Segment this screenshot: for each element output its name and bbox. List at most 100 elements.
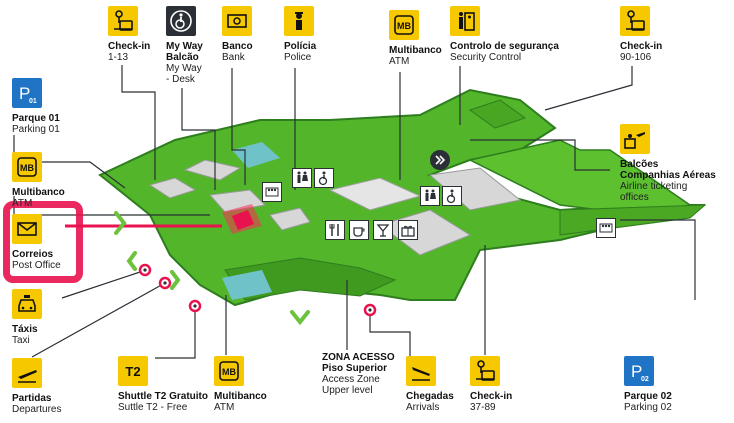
poi-checkin-1-13[interactable]: Check-in 1-13 [108,41,150,63]
poi-title: Shuttle T2 Gratuito [118,391,208,402]
poi-subtitle: Post Office [12,260,61,271]
wheelchair-icon [442,186,462,206]
poi-zona-acesso[interactable]: ZONA ACESSO Piso Superior Access Zone Up… [322,352,395,396]
poi-correios[interactable]: Correios Post Office [12,249,61,271]
multibanco-atm-icon[interactable]: MB [389,10,419,40]
post-office-highlight [3,201,83,283]
poi-subtitle: Access Zone [322,374,380,385]
poi-title: Parque 01 [12,113,60,124]
poi-partidas[interactable]: Partidas Departures [12,393,61,415]
arrivals-plane-icon[interactable] [406,356,436,386]
poi-multibanco-left[interactable]: Multibanco ATM [12,187,65,209]
flow-arrows [114,211,310,326]
checkin-luggage-icon[interactable] [620,6,650,36]
terminal-2-icon[interactable]: T2 [118,356,148,386]
poi-title: Check-in [470,391,513,402]
bar-icon [373,220,393,240]
poi-title: Polícia [284,41,317,52]
poi-title: Parque 02 [624,391,672,402]
poi-subtitle: Suttle T2 - Free [118,402,188,413]
poi-title: My Way [166,41,203,52]
poi-multibanco-bottom[interactable]: Multibanco ATM [214,391,267,413]
poi-title-2: Companhias Aéreas [620,170,716,181]
police-officer-icon[interactable] [284,6,314,36]
poi-subtitle: Bank [222,52,245,63]
toilets-icon [292,168,312,188]
poi-parque-01[interactable]: Parque 01 Parking 01 [12,113,60,135]
poi-title-2: Piso Superior [322,363,388,374]
poi-title: Multibanco [389,45,442,56]
departures-plane-icon[interactable] [12,358,42,388]
poi-policia[interactable]: Polícia Police [284,41,316,63]
escalator-icon [262,182,282,202]
poi-subtitle: Departures [12,404,62,415]
checkin-luggage-icon[interactable] [470,356,500,386]
poi-checkin-37-89[interactable]: Check-in 37-89 [470,391,512,413]
poi-subtitle: ATM [214,402,235,413]
poi-subtitle-2: - Desk [166,74,195,85]
atm-glyph: MB [222,367,236,377]
security-control-icon[interactable] [450,6,480,36]
poi-subtitle: Police [284,52,312,63]
poi-title: Controlo de segurança [450,41,559,52]
envelope-icon[interactable] [12,214,42,244]
poi-subtitle: Parking 02 [624,402,672,413]
wheelchair-icon [314,168,334,188]
poi-subtitle-2: Upper level [322,385,373,396]
multibanco-atm-icon[interactable]: MB [12,152,42,182]
poi-shuttle[interactable]: Shuttle T2 Gratuito Suttle T2 - Free [118,391,208,413]
poi-subtitle: Security Control [450,52,522,63]
terminal-floorplan [98,88,707,307]
poi-subtitle: ATM [389,56,410,67]
cafe-icon [349,220,369,240]
banknote-icon[interactable] [222,6,252,36]
parking-glyph: P [631,362,642,381]
restaurant-icon [325,220,345,240]
fast-track-icon [430,150,450,170]
checkin-luggage-icon[interactable] [108,6,138,36]
poi-title: Check-in [620,41,663,52]
poi-title: ZONA ACESSO [322,352,395,363]
atm-glyph: MB [397,21,411,31]
poi-title: Multibanco [214,391,267,402]
poi-subtitle: Parking 01 [12,124,60,135]
gift-shop-icon [398,220,418,240]
poi-parque-02[interactable]: Parque 02 Parking 02 [624,391,672,413]
poi-subtitle: 1-13 [108,52,129,63]
airline-ticketing-icon[interactable] [620,124,650,154]
accessibility-icon[interactable] [166,6,196,36]
escalator-icon [596,218,616,238]
poi-seguranca[interactable]: Controlo de segurança Security Control [450,41,559,63]
poi-subtitle-2: offices [620,192,649,203]
poi-subtitle: 90-106 [620,52,652,63]
terminal-glyph: T2 [125,364,140,379]
poi-banco[interactable]: Banco Bank [222,41,253,63]
poi-title-2: Balcão [166,52,199,63]
location-markers [138,263,377,317]
poi-title: Multibanco [12,187,65,198]
poi-balcoes[interactable]: Balcões Companhias Aéreas Airline ticket… [620,159,716,203]
toilets-icon [420,186,440,206]
poi-my-way[interactable]: My Way Balcão My Way - Desk [166,41,203,85]
poi-title: Check-in [108,41,151,52]
multibanco-atm-icon[interactable]: MB [214,356,244,386]
poi-multibanco-top[interactable]: Multibanco ATM [389,45,442,67]
poi-subtitle: Arrivals [406,402,440,413]
poi-title: Chegadas [406,391,454,402]
poi-subtitle: 37-89 [470,402,496,413]
poi-checkin-90-106[interactable]: Check-in 90-106 [620,41,662,63]
poi-subtitle: ATM [12,198,33,209]
parking-number: 02 [641,376,649,383]
taxi-icon[interactable] [12,289,42,319]
parking-number: 01 [29,98,37,105]
poi-chegadas[interactable]: Chegadas Arrivals [406,391,454,413]
atm-glyph: MB [20,163,34,173]
poi-subtitle: Airline ticketing [620,181,688,192]
poi-subtitle: My Way [166,63,202,74]
parking-glyph: P [19,84,30,103]
poi-taxis[interactable]: Táxis Taxi [12,324,38,346]
